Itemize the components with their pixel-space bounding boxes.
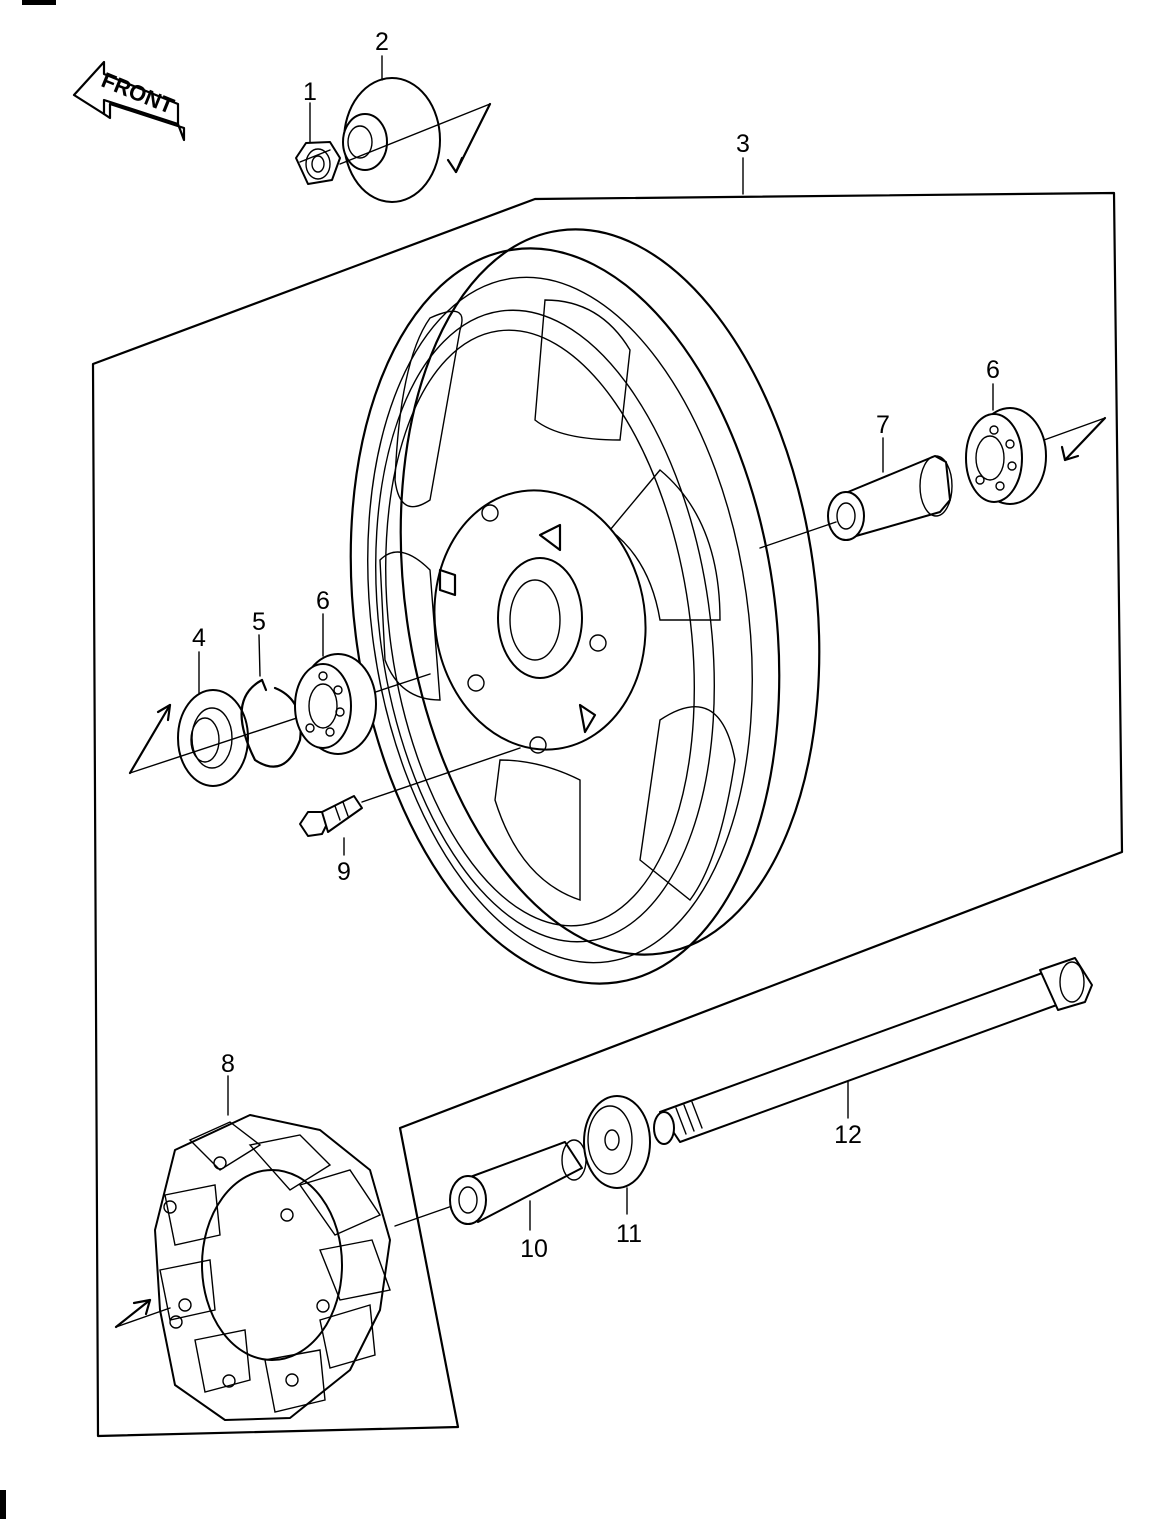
bearing-left-part (294, 653, 377, 755)
corner-mark (22, 0, 56, 5)
leader-lines (198, 55, 994, 1231)
axle-part (653, 957, 1093, 1145)
part-number-7: 7 (876, 411, 890, 439)
part-number-9: 9 (337, 858, 351, 886)
part-number-2: 2 (375, 28, 389, 56)
part-number-12: 12 (834, 1121, 862, 1149)
part-number-6-right: 6 (986, 356, 1000, 384)
part-number-1: 1 (303, 78, 317, 106)
cap-part (339, 77, 492, 203)
edge-mark (0, 1490, 6, 1519)
part-number-4: 4 (192, 624, 206, 652)
spacer-long-part (759, 455, 953, 549)
part-number-8: 8 (221, 1050, 235, 1078)
collar-part (449, 1139, 587, 1225)
washer-part (583, 1095, 651, 1189)
bolt-part (299, 747, 521, 837)
circlip-part (240, 678, 302, 768)
part-number-6-left: 6 (316, 587, 330, 615)
seal-part (128, 673, 431, 787)
nut-part (295, 141, 341, 185)
front-arrow-icon: FRONT (72, 60, 186, 142)
wheel-part (349, 228, 821, 985)
part-number-11: 11 (616, 1220, 642, 1248)
damper-part (114, 1114, 456, 1421)
part-number-10: 10 (520, 1235, 548, 1263)
part-number-3: 3 (736, 130, 750, 158)
bearing-right-part (965, 407, 1107, 505)
part-number-5: 5 (252, 608, 266, 636)
assembly-outline (91, 191, 1124, 1438)
part-number-labels: 1 2 3 4 5 6 6 7 8 9 10 11 12 (192, 28, 1000, 1263)
